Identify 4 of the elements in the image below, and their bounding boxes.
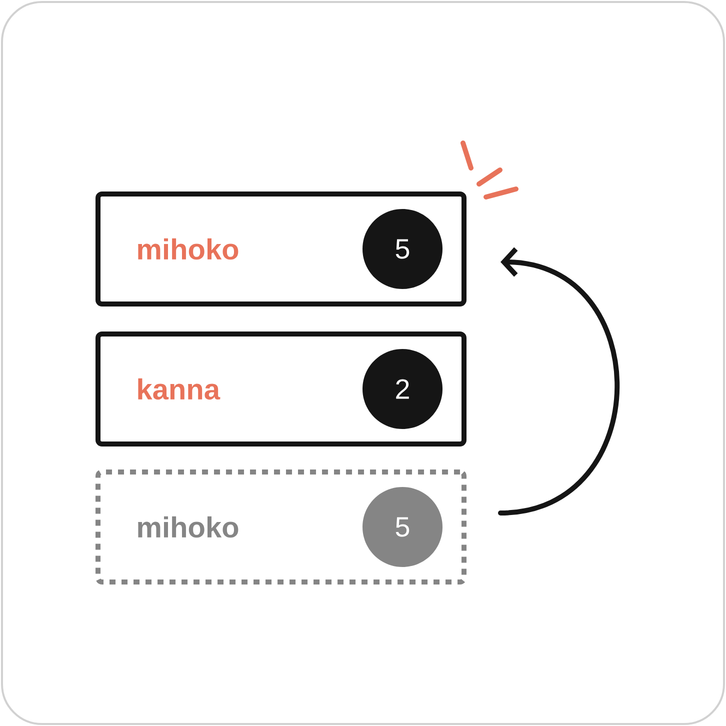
count-badge: 5: [362, 209, 442, 289]
count-badge: 2: [362, 349, 442, 429]
curved-arrow: [498, 247, 620, 516]
count-badge: 5: [362, 487, 442, 567]
